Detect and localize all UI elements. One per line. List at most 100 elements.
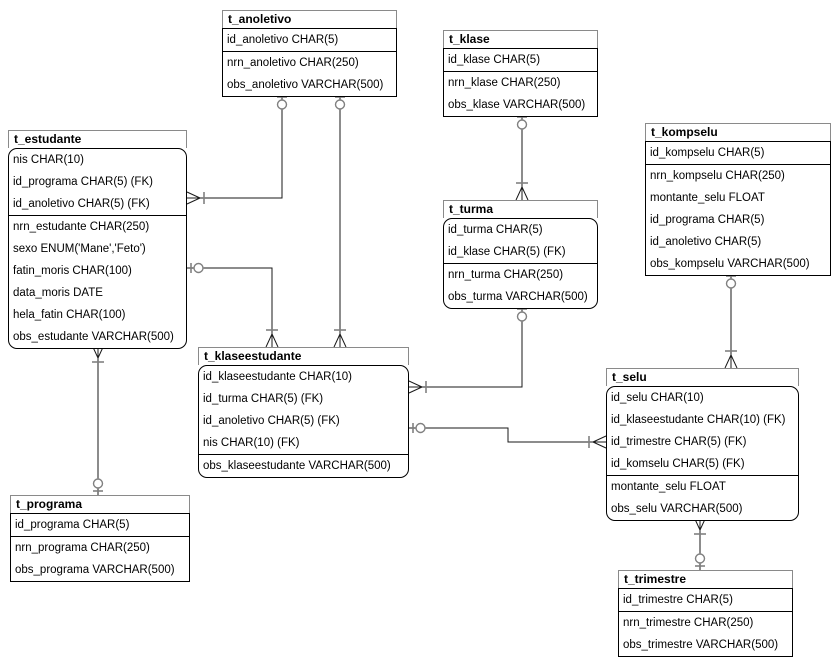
primary-key-section: id_klaseestudante CHAR(10) id_turma CHAR(… (199, 366, 408, 455)
crow-foot-many-symbol (724, 354, 738, 369)
field-row: nis CHAR(10) (FK) (203, 437, 300, 449)
relationship-t_anoletivo-t_klaseestudante[interactable] (333, 93, 347, 348)
field-row: id_selu CHAR(10) (611, 392, 704, 404)
primary-key-section: id_turma CHAR(5) id_klase CHAR(5) (FK) (444, 219, 597, 264)
field-row: id_turma CHAR(5) (FK) (203, 393, 324, 405)
field-row: id_komselu CHAR(5) (FK) (611, 458, 745, 470)
field-row: id_programa CHAR(5) (FK) (13, 176, 153, 188)
crow-foot-many-symbol (408, 380, 423, 394)
relationship-t_klaseestudante-t_selu[interactable] (409, 422, 607, 449)
relationship-t_programa-t_estudante[interactable] (91, 344, 105, 495)
field-row: nrn_klase CHAR(250) (448, 77, 561, 89)
table-t_trimestre[interactable]: t_trimestre id_trimestre CHAR(5) nrn_trime… (618, 570, 793, 657)
field-row: id_klase CHAR(5) (FK) (448, 246, 566, 258)
field-row: obs_turma VARCHAR(500) (448, 291, 588, 303)
table-title: t_klaseestudante (198, 347, 409, 365)
table-t_turma[interactable]: t_turma id_turma CHAR(5) id_klase CHAR(5) … (443, 200, 598, 309)
field-row: fatin_moris CHAR(100) (13, 265, 132, 277)
relationship-t_kompselu-t_selu[interactable] (724, 272, 738, 369)
attributes-section: nrn_kompselu CHAR(250) montante_selu FLOA… (646, 165, 830, 275)
cardinality-zero-circle (415, 422, 426, 434)
table-body: id_programa CHAR(5) nrn_programa CHAR(250… (10, 513, 190, 582)
field-row: id_programa CHAR(5) (650, 214, 765, 226)
table-body: id_trimestre CHAR(5) nrn_trimestre CHAR(2… (618, 588, 793, 657)
field-row: id_trimestre CHAR(5) (623, 594, 733, 606)
relationship-t_turma-t_klaseestudante[interactable] (408, 305, 528, 394)
crow-foot-many-symbol (265, 333, 279, 348)
table-title: t_estudante (8, 130, 187, 148)
cardinality-zero-circle (193, 262, 204, 274)
field-row: nrn_kompselu CHAR(250) (650, 170, 785, 182)
field-row: obs_programa VARCHAR(500) (15, 564, 175, 576)
field-row: id_turma CHAR(5) (448, 224, 543, 236)
field-row: id_klaseestudante CHAR(10) (FK) (611, 414, 786, 426)
table-body: id_anoletivo CHAR(5) nrn_anoletivo CHAR(2… (222, 28, 397, 97)
table-t_anoletivo[interactable]: t_anoletivo id_anoletivo CHAR(5) nrn_anole… (222, 10, 397, 97)
field-row: montante_selu FLOAT (650, 192, 765, 204)
field-row: montante_selu FLOAT (611, 481, 726, 493)
field-row: data_moris DATE (13, 287, 103, 299)
field-row: id_anoletivo CHAR(5) (227, 34, 339, 46)
field-row: obs_anoletivo VARCHAR(500) (227, 79, 384, 91)
cardinality-zero-circle (694, 553, 706, 564)
table-title: t_selu (606, 368, 799, 386)
field-row: id_programa CHAR(5) (15, 519, 130, 531)
table-body: nis CHAR(10)id_programa CHAR(5) (FK)id_a… (8, 148, 187, 349)
attributes-section: nrn_programa CHAR(250) obs_programa VARCH… (11, 537, 189, 581)
table-body: id_selu CHAR(10) id_klaseestudante CHAR(1… (606, 386, 799, 521)
table-title: t_turma (443, 200, 598, 218)
field-row: nrn_estudante CHAR(250) (13, 221, 150, 233)
field-row: id_anoletivo CHAR(5) (650, 236, 762, 248)
field-row: id_trimestre CHAR(5) (FK) (611, 436, 747, 448)
table-t_kompselu[interactable]: t_kompselu id_kompselu CHAR(5) nrn_kompsel… (645, 123, 831, 276)
field-row: nis CHAR(10) (13, 154, 84, 166)
primary-key-section: id_programa CHAR(5) (11, 514, 189, 537)
primary-key-section: id_klase CHAR(5) (444, 49, 597, 72)
relationship-t_klase-t_turma[interactable] (515, 113, 529, 201)
field-row: obs_klaseestudante VARCHAR(500) (203, 460, 391, 472)
attributes-section: nrn_trimestre CHAR(250)obs_trimestre VAR… (619, 612, 792, 656)
field-row: obs_kompselu VARCHAR(500) (650, 258, 810, 270)
attributes-section: obs_klaseestudante VARCHAR(500) (199, 455, 408, 477)
field-row: id_klaseestudante CHAR(10) (203, 371, 352, 383)
primary-key-section: id_trimestre CHAR(5) (619, 589, 792, 612)
field-row: hela_fatin CHAR(100) (13, 309, 126, 321)
field-row: nrn_turma CHAR(250) (448, 269, 564, 281)
table-title: t_anoletivo (222, 10, 397, 28)
cardinality-zero-circle (516, 311, 528, 322)
field-row: obs_estudante VARCHAR(500) (13, 331, 174, 343)
attributes-section: nrn_turma CHAR(250) obs_turma VARCHAR(500… (444, 264, 597, 308)
primary-key-section: nis CHAR(10)id_programa CHAR(5) (FK)id_a… (9, 149, 186, 216)
table-title: t_klase (443, 30, 598, 48)
table-body: id_klase CHAR(5) nrn_klase CHAR(250) obs_k… (443, 48, 598, 117)
field-row: obs_selu VARCHAR(500) (611, 503, 743, 515)
field-row: id_kompselu CHAR(5) (650, 147, 765, 159)
attributes-section: nrn_klase CHAR(250) obs_klase VARCHAR(500… (444, 72, 597, 116)
cardinality-zero-circle (516, 119, 528, 130)
table-title: t_kompselu (645, 123, 831, 141)
table-t_selu[interactable]: t_selu id_selu CHAR(10) id_klaseestudante … (606, 368, 799, 521)
primary-key-section: id_anoletivo CHAR(5) (223, 29, 396, 52)
cardinality-zero-circle (725, 278, 737, 289)
table-body: id_turma CHAR(5) id_klase CHAR(5) (FK) nrn… (443, 218, 598, 309)
table-t_klase[interactable]: t_klase id_klase CHAR(5) nrn_klase CHAR(25… (443, 30, 598, 117)
field-row: nrn_programa CHAR(250) (15, 542, 150, 554)
field-row: id_klase CHAR(5) (448, 54, 541, 66)
relationship-t_anoletivo-t_estudante[interactable] (186, 93, 288, 205)
crow-foot-many-symbol (333, 333, 347, 348)
relationship-t_estudante-t_klaseestudante[interactable] (187, 262, 279, 348)
primary-key-section: id_kompselu CHAR(5) (646, 142, 830, 165)
field-row: sexo ENUM('Mane','Feto') (13, 243, 146, 255)
field-row: obs_trimestre VARCHAR(500) (623, 639, 779, 651)
field-row: obs_klase VARCHAR(500) (448, 99, 586, 111)
crow-foot-many-symbol (592, 435, 607, 449)
field-row: nrn_anoletivo CHAR(250) (227, 57, 359, 69)
table-title: t_trimestre (618, 570, 793, 588)
crow-foot-many-symbol (186, 191, 201, 205)
attributes-section: nrn_anoletivo CHAR(250) obs_anoletivo VAR… (223, 52, 396, 96)
